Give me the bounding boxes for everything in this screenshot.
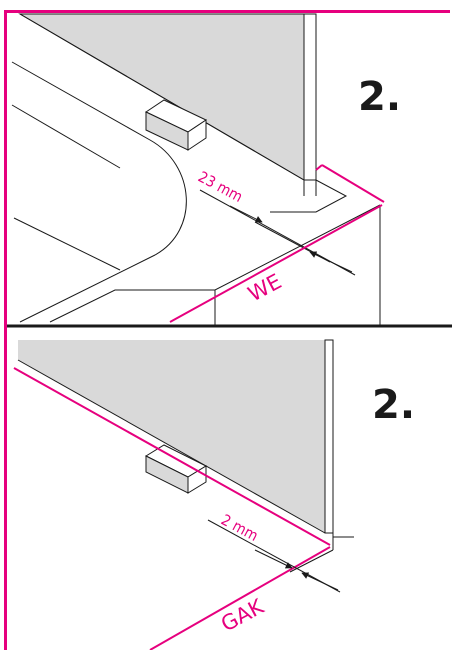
top-edge-line (169, 204, 383, 323)
top-spacer-block (144, 99, 208, 151)
top-edge-label: WE (244, 269, 285, 306)
bottom-edge-line-lower (149, 546, 331, 650)
top-dim-arrow-left (229, 205, 263, 223)
bottom-dim-arrow-right (301, 572, 339, 591)
bottom-gap-label: 2 mm (218, 511, 261, 545)
top-dim-arrow-right (309, 251, 353, 273)
top-gap-label: 23 mm (195, 168, 246, 206)
top-floor-outline (11, 61, 187, 323)
bottom-panel: 2. 2 mm GAK (13, 339, 415, 650)
bottom-edge-line-upper (13, 367, 331, 546)
bottom-dim-arrow-left (254, 549, 293, 569)
top-step-number: 2. (358, 74, 401, 120)
bottom-edge-label: GAK (217, 594, 269, 637)
frame (4, 10, 452, 650)
top-panel: 2. 23 mm WE (11, 13, 401, 326)
bottom-step-number: 2. (372, 382, 415, 428)
bottom-board (18, 340, 325, 533)
